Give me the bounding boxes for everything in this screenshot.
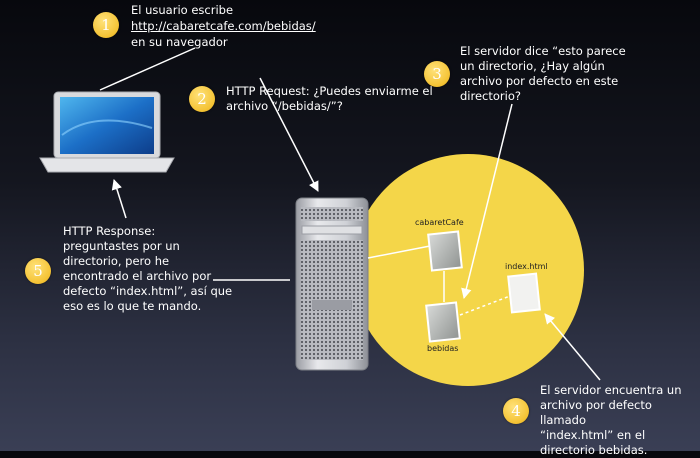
arrow-step1-to-laptop xyxy=(99,47,196,91)
bebidas-folder-icon xyxy=(425,301,461,343)
step-5-text: HTTP Response: preguntastes por un direc… xyxy=(63,224,233,313)
label-cabaretcafe: cabaretCafe xyxy=(415,218,464,227)
arrow-step2-to-server xyxy=(259,77,319,192)
arrow-step3-to-folder xyxy=(461,103,513,300)
directory-circle xyxy=(352,154,584,386)
step-4-text: El servidor encuentra un archivo por def… xyxy=(540,383,682,457)
arrow-step5-to-laptop xyxy=(111,178,127,219)
server-tower-icon xyxy=(295,197,369,371)
label-bebidas: bebidas xyxy=(427,344,459,353)
label-index-html: index.html xyxy=(505,262,548,271)
index-html-document-icon xyxy=(507,272,541,314)
step-1-badge: 1 xyxy=(93,12,119,38)
cabaretcafe-document-icon xyxy=(427,230,463,272)
step-1-url-link[interactable]: http://cabaretcafe.com/bebidas/ xyxy=(131,19,316,33)
step-5-badge: 5 xyxy=(25,258,51,284)
server-to-root-line xyxy=(367,245,431,259)
step-1-line3: en su navegador xyxy=(131,35,228,49)
step-3-badge: 3 xyxy=(424,61,450,87)
step-2-text: HTTP Request: ¿Puedes enviarme el archiv… xyxy=(226,84,433,113)
step-1-line1: El usuario escribe xyxy=(131,3,234,17)
laptop-icon xyxy=(39,91,175,173)
step-3-text: El servidor dice “esto parece un directo… xyxy=(460,44,626,103)
step-2-badge: 2 xyxy=(189,86,215,112)
step-4-badge: 4 xyxy=(503,398,529,424)
arrow-step4-to-index xyxy=(544,313,601,381)
folder-to-index-line xyxy=(459,295,511,316)
